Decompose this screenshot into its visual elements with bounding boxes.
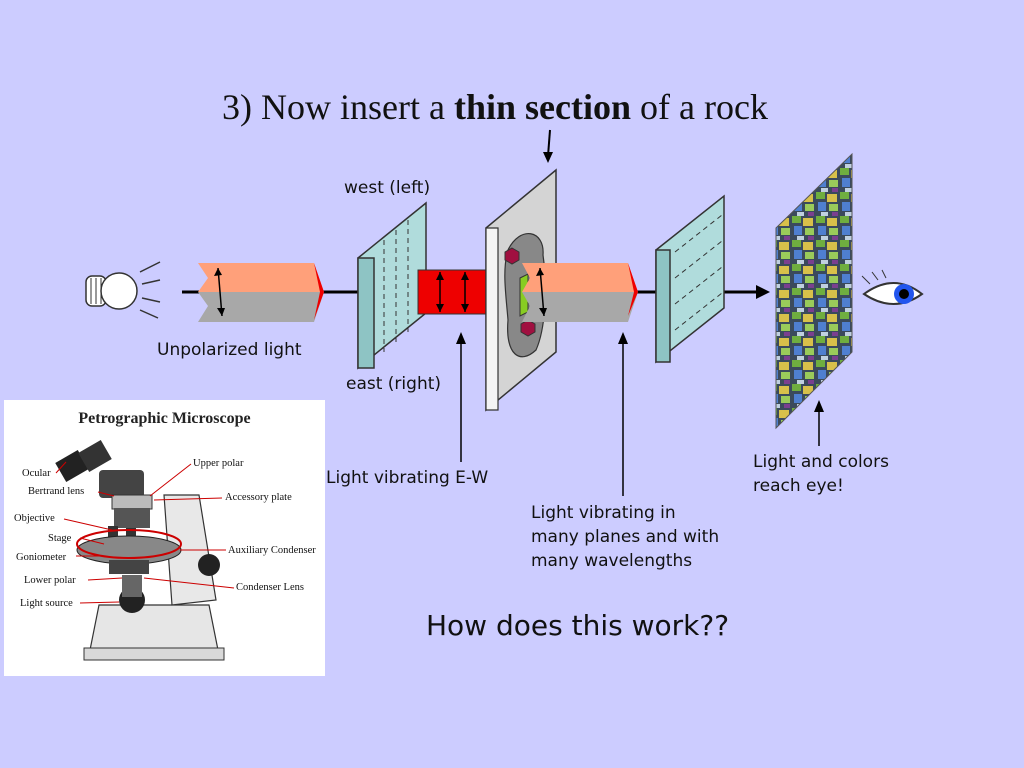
part-ocular: Ocular [22, 468, 51, 479]
many-planes-line-1: Light vibrating in [531, 503, 676, 523]
microscope-inset: Petrographic Microscope [4, 400, 325, 676]
light-bulb-icon [85, 261, 161, 319]
upper-polarizer [655, 194, 725, 364]
thin-section-pointer-head [543, 152, 553, 163]
part-auxiliary-condenser: Auxiliary Condenser [228, 545, 316, 556]
reach-eye-line-2: reach eye! [753, 476, 844, 496]
many-planes-line-2: many planes and with [531, 527, 720, 547]
multi-plane-pointer-head [618, 332, 628, 344]
part-goniometer: Goniometer [16, 552, 67, 563]
unpolarized-label: Unpolarized light [157, 340, 302, 360]
unpolarized-beam [198, 263, 324, 322]
east-label: east (right) [346, 374, 442, 394]
part-upper-polar: Upper polar [193, 458, 244, 469]
slide-title: 3) Now insert a thin section of a rock [0, 86, 990, 128]
eye-pointer-head [814, 400, 824, 412]
multi-plane-beam [522, 263, 638, 322]
part-light-source: Light source [20, 598, 73, 609]
ew-pointer-head [456, 332, 466, 344]
eye-icon [861, 269, 924, 305]
reach-eye-label: Light and colors reach eye! [753, 450, 889, 498]
title-bold: thin section [454, 87, 632, 127]
ew-beam [417, 269, 491, 315]
interference-colors-image [775, 152, 853, 430]
part-bertrand-lens: Bertrand lens [28, 486, 85, 497]
title-suffix: of a rock [631, 87, 768, 127]
west-label: west (left) [344, 178, 431, 198]
ew-label: Light vibrating E-W [326, 468, 489, 488]
lower-polarizer [357, 201, 427, 370]
many-planes-label: Light vibrating in many planes and with … [531, 501, 719, 573]
part-accessory-plate: Accessory plate [225, 492, 292, 503]
part-stage: Stage [48, 533, 72, 544]
many-planes-line-3: many wavelengths [531, 551, 693, 571]
question-text: How does this work?? [426, 609, 730, 642]
reach-eye-line-1: Light and colors [753, 452, 889, 472]
axis-arrowhead [756, 285, 770, 299]
part-objective: Objective [14, 513, 55, 524]
part-condenser-lens: Condenser Lens [236, 582, 304, 593]
microscope-title: Petrographic Microscope [78, 410, 251, 427]
title-prefix: 3) Now insert a [222, 87, 454, 127]
thin-section-pointer [547, 129, 551, 157]
part-lower-polar: Lower polar [24, 575, 76, 586]
microscope-drawing [55, 439, 235, 661]
